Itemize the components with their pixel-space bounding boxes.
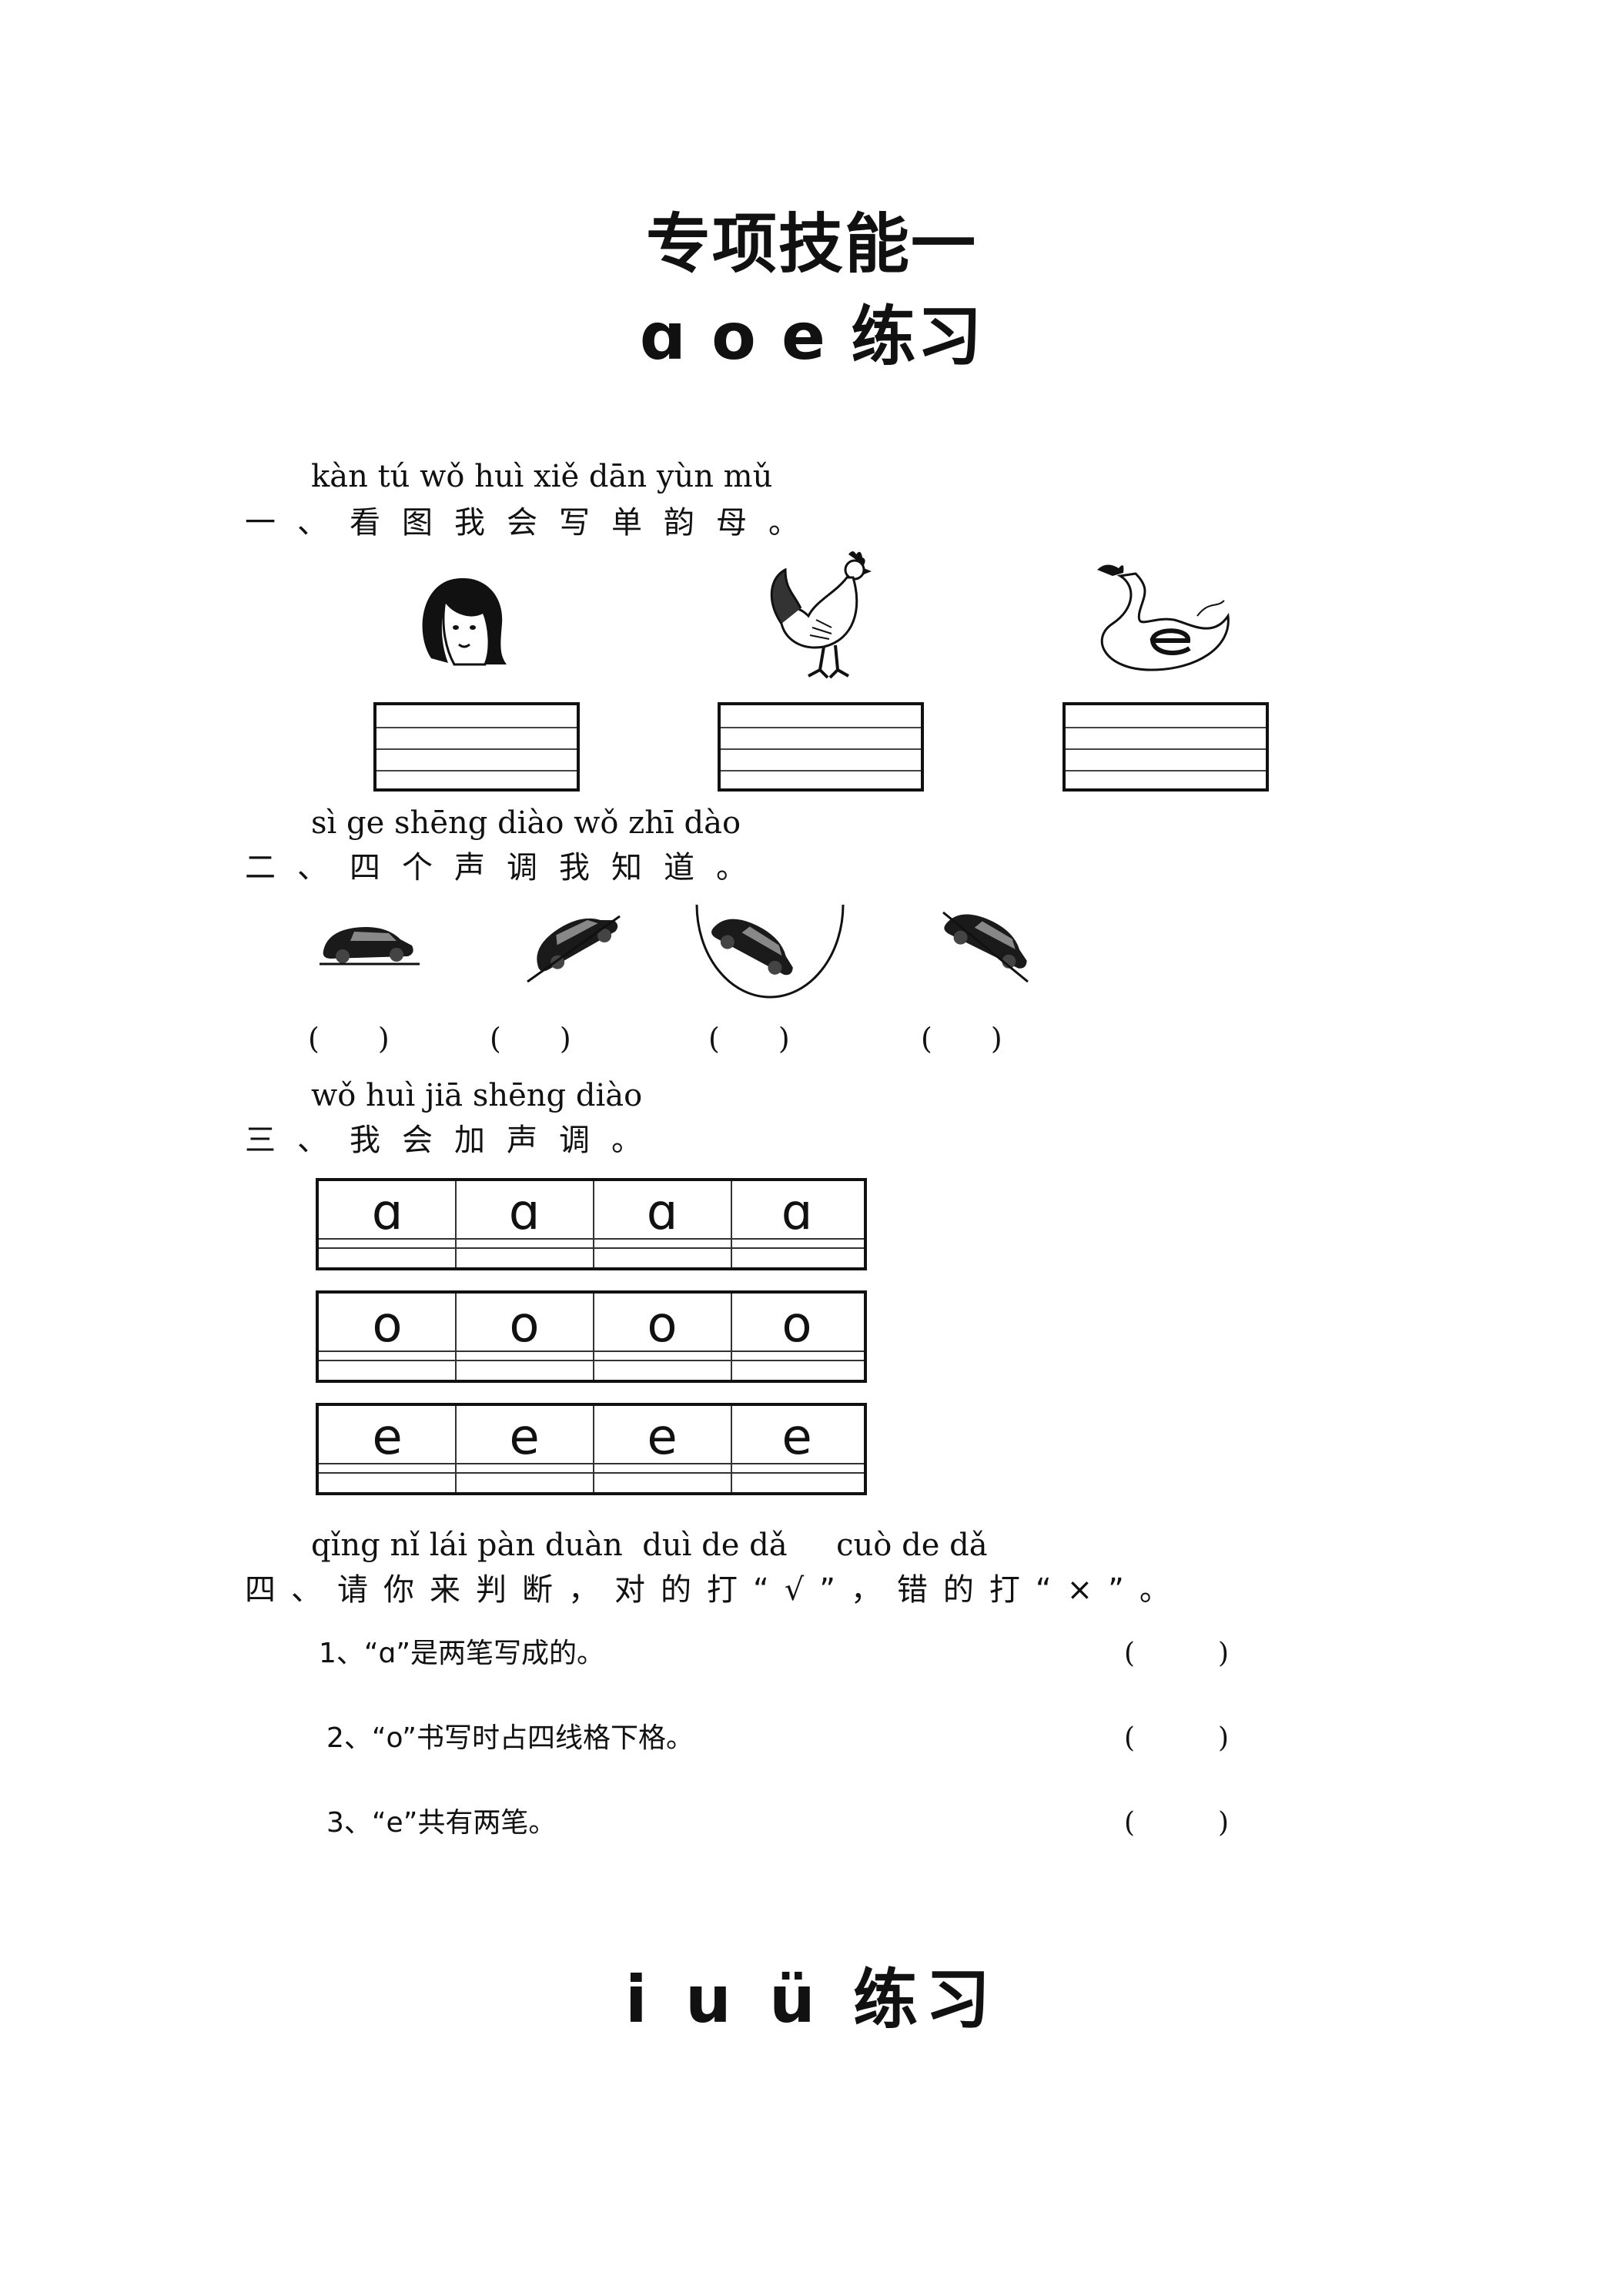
section3-instruction: 三、我会加声调。 [245, 1123, 664, 1158]
car-down-slope-icon [942, 911, 1029, 983]
grid-letter: o [372, 1297, 403, 1354]
section1-pinyin: kàn tú wǒ huì xiě dān yùn mǔ [311, 459, 773, 494]
tone-blank-1[interactable]: ( ) [308, 1022, 390, 1056]
car-flat-icon [320, 927, 420, 966]
grid-letter: ɑ [508, 1184, 540, 1241]
page-title: 专项技能一 [645, 206, 977, 282]
writing-box-1[interactable] [373, 702, 580, 792]
next-section-title: i u ü 练习 [624, 1962, 999, 2037]
tone-grid-e[interactable]: e e e e [316, 1403, 867, 1495]
tone-blank-3[interactable]: ( ) [708, 1022, 790, 1056]
car-valley-icon [695, 904, 845, 999]
grid-letter: e [372, 1409, 403, 1466]
car-up-slope-icon [527, 915, 621, 983]
swan-icon [1097, 564, 1230, 671]
tone-blank-2[interactable]: ( ) [490, 1022, 571, 1056]
grid-letter: e [647, 1409, 678, 1466]
tone-grid-o[interactable]: o o o o [316, 1290, 867, 1383]
girl-face-icon [422, 577, 507, 666]
grid-letter: e [509, 1409, 540, 1466]
judge-statement-3: 3、“e”共有两笔。 [326, 1807, 557, 1839]
section1-instruction: 一、看图我会写单韵母。 [245, 505, 821, 541]
grid-letter: ɑ [781, 1184, 813, 1241]
judge-statement-1: 1、“ɑ”是两笔写成的。 [319, 1638, 605, 1669]
page-subtitle: ɑ o e 练习 [639, 299, 984, 374]
section4-instruction: 四、请你来判断，对的打“√”，错的打“×”。 [245, 1572, 1186, 1608]
grid-letter: ɑ [371, 1184, 403, 1241]
judge-blank-1[interactable]: ( ) [1124, 1638, 1230, 1669]
grid-letter: o [781, 1297, 812, 1354]
grid-letter: e [781, 1409, 812, 1466]
grid-letter: o [647, 1297, 678, 1354]
judge-blank-3[interactable]: ( ) [1124, 1807, 1230, 1839]
grid-letter: ɑ [646, 1184, 678, 1241]
judge-blank-2[interactable]: ( ) [1124, 1722, 1230, 1754]
writing-box-2[interactable] [718, 702, 924, 792]
section2-pinyin: sì ge shēng diào wǒ zhī dào [311, 805, 741, 841]
writing-box-3[interactable] [1062, 702, 1269, 792]
tone-grid-a[interactable]: ɑ ɑ ɑ ɑ [316, 1178, 867, 1270]
section3-pinyin: wǒ huì jiā shēng diào [311, 1078, 643, 1113]
judge-statement-2: 2、“o”书写时占四线格下格。 [326, 1722, 694, 1754]
rooster-icon [770, 551, 872, 679]
tone-blank-4[interactable]: ( ) [921, 1022, 1002, 1056]
grid-letter: o [509, 1297, 540, 1354]
section4-pinyin: qǐng nǐ lái pàn duàn duì de dǎ cuò de dǎ [311, 1528, 988, 1563]
section2-instruction: 二、四个声调我知道。 [245, 850, 768, 885]
